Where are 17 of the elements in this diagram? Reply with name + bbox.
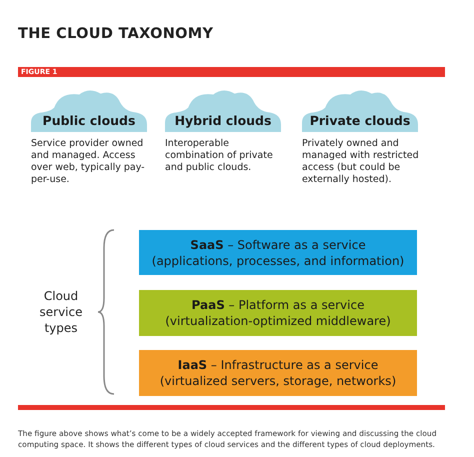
description-text: Service provider owned and managed. Access over web, typically pay-per-use. — [31, 138, 146, 186]
service-box — [139, 230, 417, 275]
box-subtext: (applications, processes, and information) — [150, 252, 406, 268]
box-heading: SaaS – Software as a service — [189, 236, 367, 252]
box-heading: PaaS – Platform as a service — [190, 297, 366, 313]
cloud-title: Hybrid clouds — [174, 113, 272, 128]
box-subtext: (virtualized servers, storage, networks) — [158, 373, 398, 389]
description-text: Interoperable combination of private and public clouds. — [165, 138, 274, 174]
cloud-title: Private clouds — [308, 113, 412, 128]
service-box — [139, 290, 417, 336]
title: THE CLOUD TAXONOMY — [18, 26, 214, 42]
box-subtext: (virtualization-optimized middleware) — [164, 313, 392, 329]
cloud-title: Public clouds — [42, 113, 136, 128]
description-text: Privately owned and managed with restricted access (but could be externally hosted). — [302, 138, 420, 186]
service-box — [139, 350, 417, 396]
axis-label: Cloud service types — [38, 288, 84, 336]
box-heading: IaaS – Infrastructure as a service — [176, 357, 380, 373]
